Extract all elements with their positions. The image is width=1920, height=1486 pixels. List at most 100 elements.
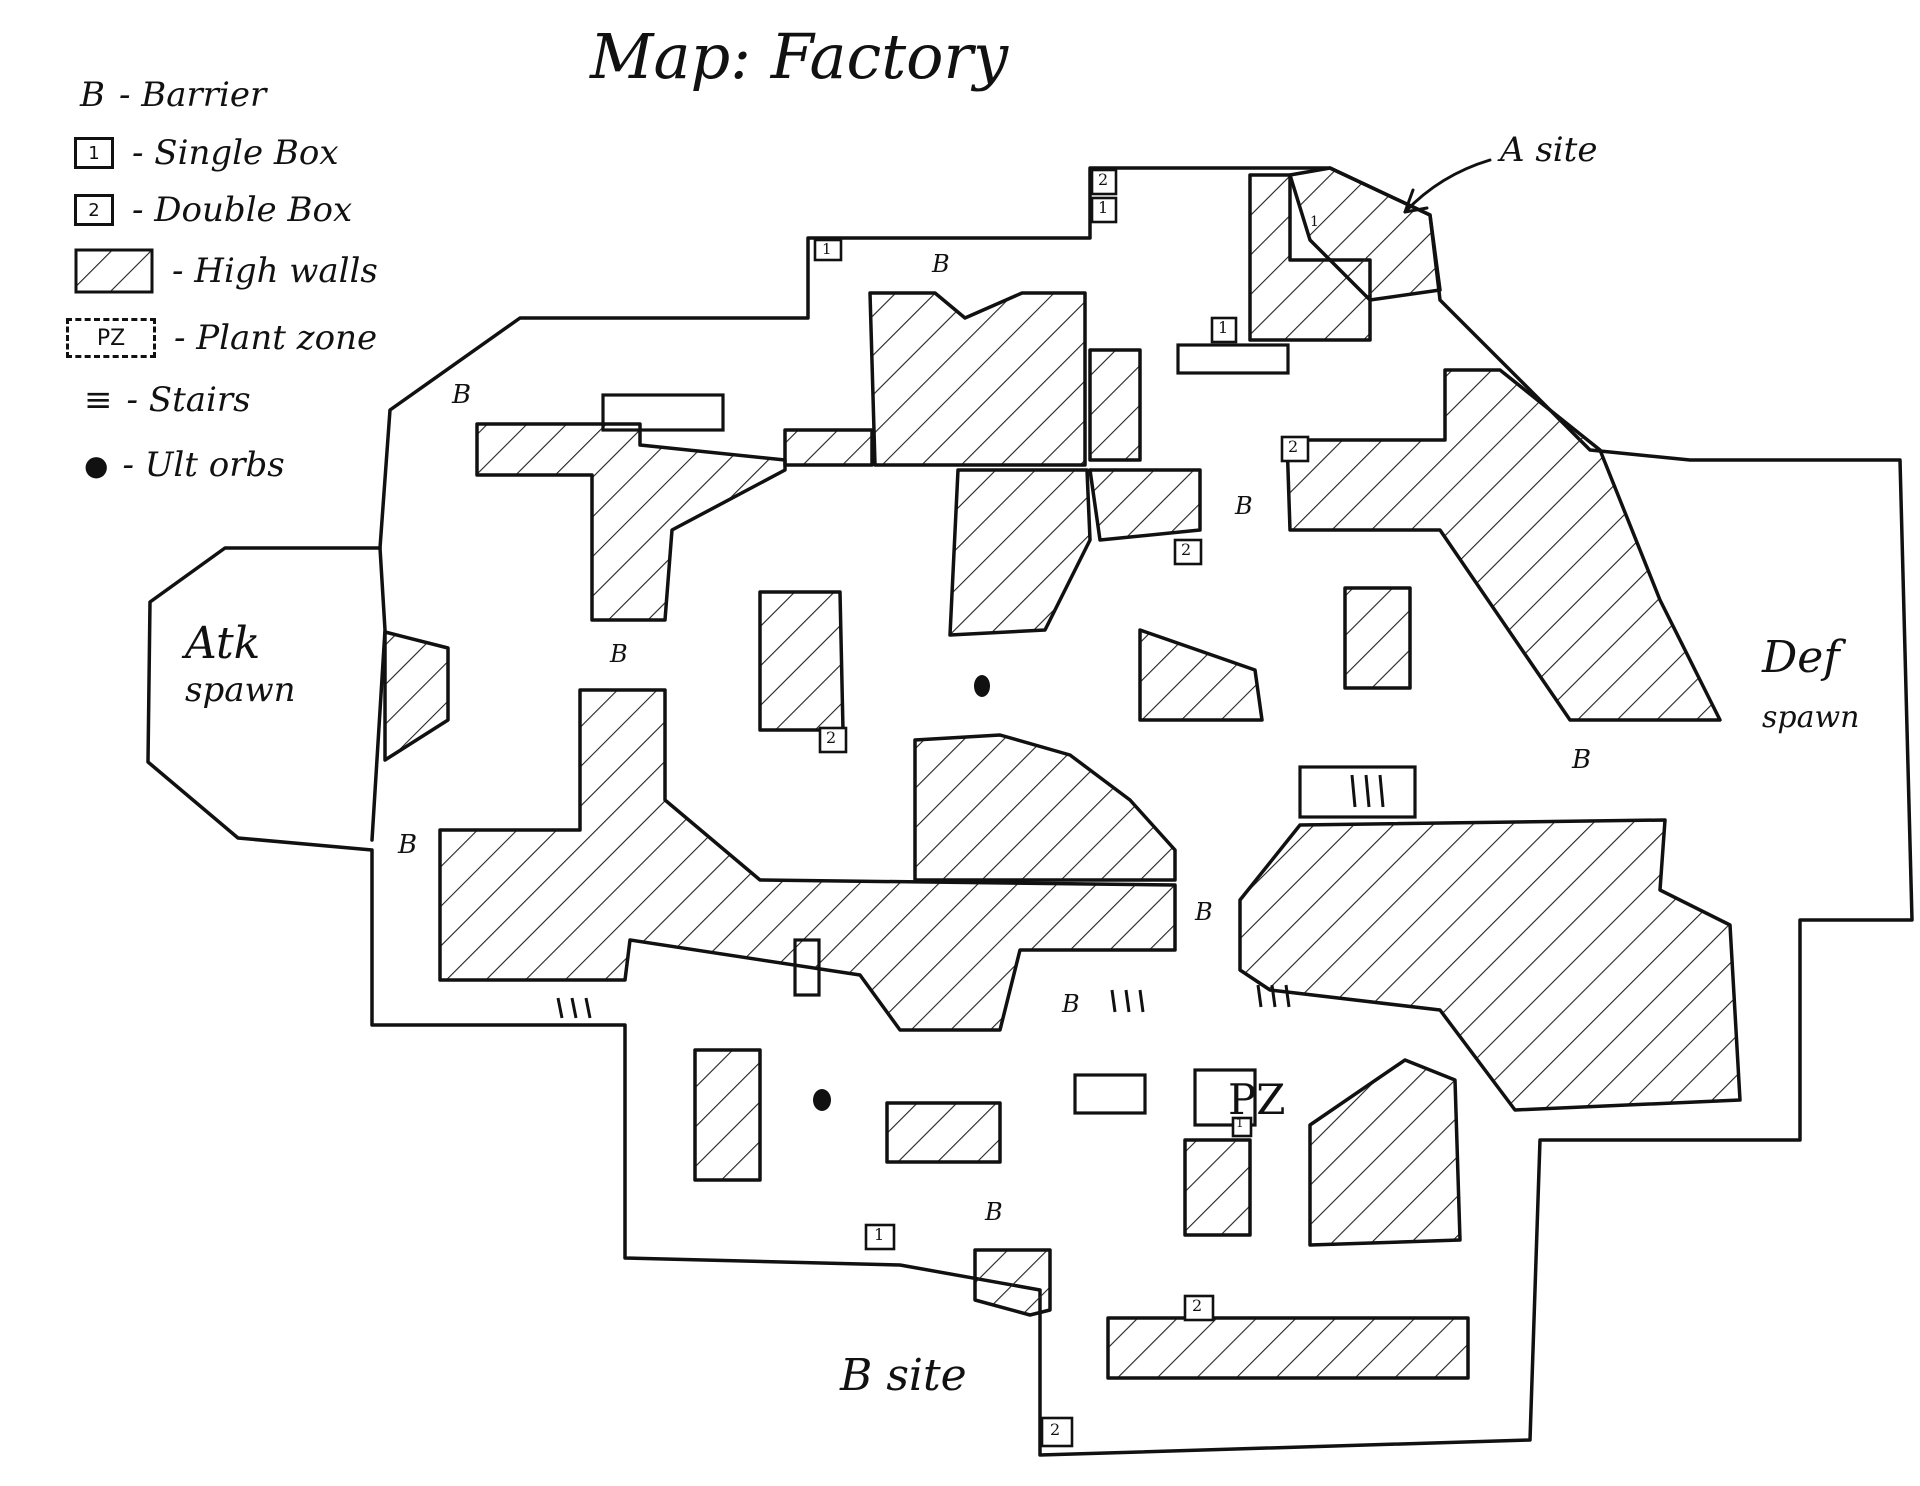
- stairs-bottom-right: [1256, 984, 1291, 1008]
- atk-spawn-label-1: Atk: [185, 618, 261, 669]
- high-wall-atk-stairs: [383, 630, 450, 762]
- legend-barrier-text: - Barrier: [119, 75, 267, 115]
- high-wall-se-long: [1238, 818, 1742, 1112]
- legend-ult-orbs: ● - Ult orbs: [84, 445, 285, 485]
- ult-orb-lower: [813, 1089, 831, 1111]
- legend-stairs-text: - Stairs: [126, 380, 251, 420]
- high-wall-mid-right: [1088, 468, 1202, 542]
- barrier-mark: B: [932, 250, 950, 278]
- high-wall-icon: [74, 248, 154, 294]
- legend-single-box-text: - Single Box: [132, 133, 339, 173]
- box-2-ne: [1280, 435, 1310, 463]
- barrier-mark: B: [1235, 492, 1253, 520]
- box-label: 2: [1050, 1420, 1061, 1439]
- box-label: 1: [1098, 198, 1109, 217]
- high-wall-lower-left: [693, 1048, 762, 1182]
- box-2-left-pillar: [818, 726, 848, 754]
- legend-high-walls-text: - High walls: [172, 251, 378, 291]
- high-wall-lower-center: [885, 1101, 1002, 1164]
- legend-barrier: B - Barrier: [80, 75, 266, 115]
- plant-zone-label: PZ: [1228, 1075, 1286, 1124]
- stairs-right-bench: [1350, 774, 1385, 808]
- cover-lower-left-post: [793, 938, 821, 997]
- box-label: 1: [1310, 214, 1319, 230]
- high-wall-pz-left: [1183, 1138, 1252, 1237]
- stairs-icon: ≡: [84, 380, 113, 420]
- cover-pz-strip: [1193, 1068, 1257, 1127]
- high-wall-mid-top-right: [1088, 348, 1142, 462]
- cover-right-bench: [1298, 765, 1417, 819]
- high-wall-center-block: [1138, 628, 1264, 722]
- a-site-arrowhead: [1403, 188, 1429, 214]
- box-label: 1: [874, 1225, 885, 1244]
- box-label: 1: [1236, 1116, 1244, 1130]
- box-1-a-top: [1090, 196, 1118, 224]
- cover-center-small: [1073, 1073, 1147, 1115]
- box-1-lower: [864, 1223, 896, 1251]
- box-label: 2: [1176, 548, 1177, 549]
- barrier-mark: B: [1572, 745, 1592, 775]
- legend-single-box: 1 - Single Box: [74, 133, 339, 173]
- legend-plant-zone: PZ - Plant zone: [66, 318, 377, 358]
- box-label: 2: [1098, 170, 1109, 189]
- barrier-mark: B: [985, 1198, 1003, 1226]
- high-wall-pz-right: [1308, 1058, 1462, 1247]
- high-wall-sw-long: [438, 688, 1177, 1032]
- box-label: 2: [826, 728, 837, 747]
- atk-spawn-label-2: spawn: [185, 670, 296, 710]
- box-2-mid: [1173, 538, 1203, 566]
- box-2-a-top: [1090, 168, 1118, 196]
- box-label: 2: [1288, 437, 1299, 456]
- box-label: 2: [1192, 1296, 1203, 1315]
- legend-double-box-text: - Double Box: [132, 190, 353, 230]
- box-1-pz: [1231, 1116, 1253, 1138]
- high-wall-a-site-top: [1288, 166, 1442, 302]
- box-label: 1: [822, 240, 832, 258]
- ult-orb-center: [974, 675, 990, 697]
- legend-high-walls: - High walls: [74, 248, 378, 294]
- cover-top-left: [601, 393, 725, 432]
- barrier-symbol: B: [80, 75, 105, 115]
- map-title: Map: Factory: [590, 20, 1009, 93]
- def-spawn-label-1: Def: [1762, 632, 1840, 683]
- legend-ult-orbs-text: - Ult orbs: [122, 445, 285, 485]
- plant-zone-icon: PZ: [66, 318, 156, 358]
- legend-stairs: ≡ - Stairs: [84, 380, 251, 420]
- stairs-bottom-left: [556, 997, 592, 1019]
- legend-double-box: 2 - Double Box: [74, 190, 352, 230]
- high-wall-b-long: [1106, 1316, 1470, 1380]
- atk-spawn-wall: [370, 546, 387, 842]
- high-wall-center-pillar: [948, 468, 1092, 637]
- barrier-mark: B: [1195, 898, 1213, 926]
- box-2-b-long: [1183, 1294, 1215, 1322]
- single-box-icon: 1: [74, 137, 114, 169]
- barrier-mark: B: [398, 830, 418, 860]
- high-wall-right-pillar: [1343, 586, 1412, 690]
- map-outline: [146, 166, 1914, 1457]
- a-site-arrow: [1403, 158, 1492, 214]
- box-label: 2: [1181, 540, 1192, 559]
- high-wall-center-top: [868, 291, 1087, 467]
- ult-orb-icon: ●: [84, 448, 109, 482]
- high-wall-ne: [1285, 368, 1722, 722]
- high-wall-nw: [475, 422, 787, 622]
- barrier-mark: B: [1062, 990, 1080, 1018]
- barrier-mark: B: [610, 640, 628, 668]
- high-wall-left-pillar: [758, 590, 845, 732]
- box-2-b-site: [1040, 1416, 1074, 1448]
- box-label: 1: [1218, 318, 1229, 337]
- barrier-mark: B: [452, 380, 472, 410]
- box-1-top-left: [813, 238, 843, 262]
- double-box-icon: 2: [74, 194, 114, 226]
- def-spawn-label-2: spawn: [1762, 700, 1860, 735]
- high-wall-stairs-top: [783, 428, 874, 467]
- high-wall-center-ramp: [913, 733, 1177, 882]
- a-site-label: A site: [1500, 130, 1598, 170]
- high-wall-b-corner: [973, 1248, 1052, 1317]
- b-site-label: B site: [840, 1350, 967, 1401]
- legend-plant-zone-text: - Plant zone: [174, 318, 378, 358]
- cover-a-site-stairs: [1176, 343, 1290, 375]
- stairs-bottom-center: [1110, 989, 1145, 1013]
- box-1-a-site: [1210, 316, 1238, 344]
